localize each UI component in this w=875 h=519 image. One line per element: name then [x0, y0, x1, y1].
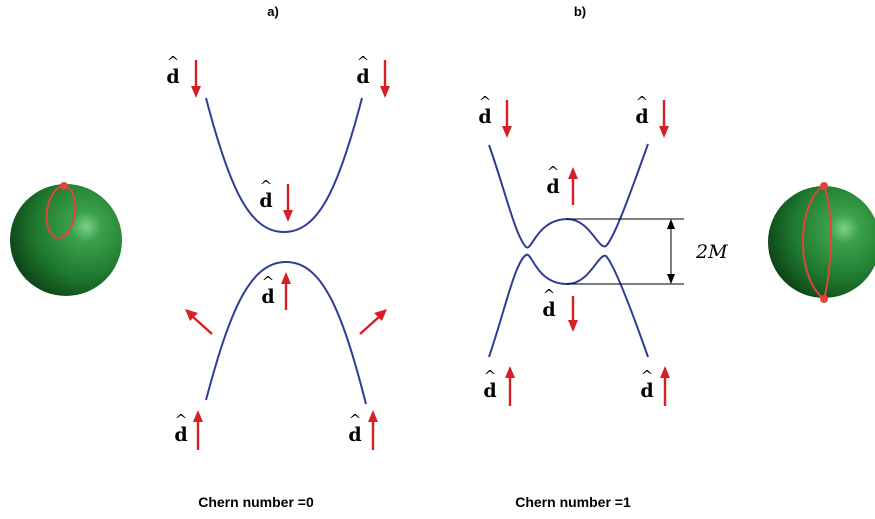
dhat-a-bottom-left: ^ d — [174, 411, 187, 446]
svg-text:^: ^ — [260, 177, 273, 195]
svg-text:^: ^ — [357, 53, 370, 71]
dhat-a-mid-upper: ^ d — [259, 177, 272, 212]
svg-text:d: d — [640, 380, 653, 402]
panel-a-label: a) — [267, 4, 279, 19]
svg-text:d: d — [166, 66, 179, 88]
sphere-right — [768, 182, 875, 303]
arrow-a-bottom-left-up — [193, 410, 203, 450]
arrow-a-bottom-right-up — [368, 410, 378, 450]
svg-text:d: d — [356, 66, 369, 88]
svg-text:^: ^ — [167, 53, 180, 71]
sphere-left-pole-dot — [60, 182, 68, 190]
svg-text:d: d — [542, 299, 555, 321]
arrow-a-mid-down — [283, 184, 293, 222]
dhat-a-top-right: ^ d — [356, 53, 369, 88]
dhat-b-bottom-left: ^ d — [483, 367, 496, 402]
band-b-right — [488, 253, 649, 358]
svg-text:d: d — [478, 106, 491, 128]
arrow-b-top-left-down — [502, 100, 512, 138]
arrow-a-top-right-down — [380, 60, 390, 98]
arrow-a-right-diagonal — [359, 309, 387, 335]
dhat-b-top-right: ^ d — [635, 93, 648, 128]
svg-text:^: ^ — [479, 93, 492, 111]
dhat-a-top-left: ^ d — [166, 53, 179, 88]
svg-text:d: d — [174, 424, 187, 446]
band-a-lower — [205, 260, 367, 405]
dhat-b-bottom-right: ^ d — [640, 367, 653, 402]
arrow-b-top-right-down — [659, 100, 669, 138]
svg-text:^: ^ — [349, 411, 362, 429]
svg-text:^: ^ — [636, 93, 649, 111]
dhat-b-mid-upper: ^ d — [546, 163, 559, 198]
svg-text:^: ^ — [484, 367, 497, 385]
arrow-a-mid-up — [281, 272, 291, 310]
band-b-left — [488, 143, 649, 249]
dhat-a-bottom-right: ^ d — [348, 411, 361, 446]
dhat-b-top-left: ^ d — [478, 93, 491, 128]
svg-text:^: ^ — [543, 286, 556, 304]
arrow-b-bottom-left-up — [505, 366, 515, 406]
svg-text:^: ^ — [641, 367, 654, 385]
gap-label: 2M — [695, 241, 728, 263]
sphere-left — [10, 182, 122, 296]
band-a-upper — [205, 97, 363, 234]
svg-text:d: d — [483, 380, 496, 402]
svg-text:d: d — [635, 106, 648, 128]
gap-double-arrow — [667, 219, 675, 284]
svg-text:d: d — [259, 190, 272, 212]
caption-b: Chern number =1 — [515, 494, 631, 510]
arrow-b-mid-up — [568, 167, 578, 205]
arrow-a-left-diagonal — [185, 309, 213, 335]
arrow-b-mid-down — [568, 296, 578, 332]
svg-text:^: ^ — [175, 411, 188, 429]
svg-text:^: ^ — [262, 273, 275, 291]
dhat-a-mid-lower: ^ d — [261, 273, 274, 308]
sphere-right-south-dot — [820, 295, 828, 303]
arrow-b-bottom-right-up — [660, 366, 670, 406]
svg-text:d: d — [261, 286, 274, 308]
panel-b-label: b) — [574, 4, 586, 19]
svg-text:d: d — [348, 424, 361, 446]
sphere-right-north-dot — [820, 182, 828, 190]
dhat-b-mid-lower: ^ d — [542, 286, 555, 321]
svg-text:d: d — [546, 176, 559, 198]
arrow-a-top-left-down — [191, 60, 201, 98]
caption-a: Chern number =0 — [198, 494, 314, 510]
svg-text:^: ^ — [547, 163, 560, 181]
